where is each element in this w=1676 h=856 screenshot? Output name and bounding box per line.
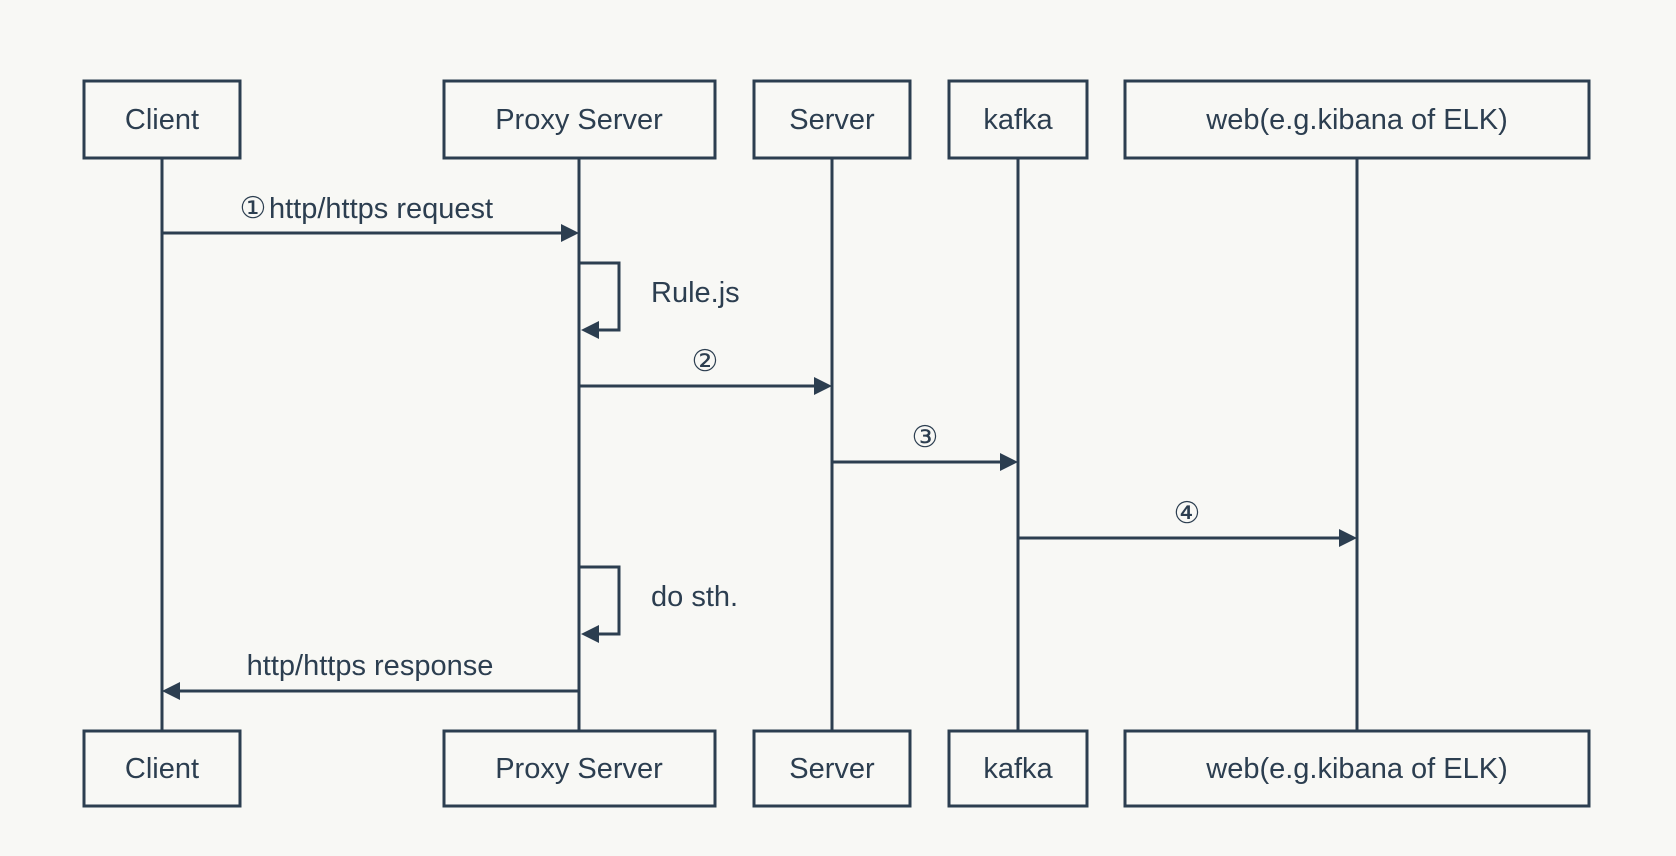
participant-kafka-top: kafka	[947, 79, 1089, 160]
message-1-number: ①	[240, 191, 267, 226]
participant-client-top: Client	[82, 79, 242, 160]
message-6-label: do sth.	[651, 581, 738, 613]
participant-web-bottom: web(e.g.kibana of ELK)	[1123, 729, 1591, 808]
participant-label: web(e.g.kibana of ELK)	[1205, 753, 1507, 785]
participant-label: Client	[125, 104, 199, 136]
participant-web-top: web(e.g.kibana of ELK)	[1123, 79, 1591, 160]
participant-label: Server	[789, 753, 875, 785]
participant-label: web(e.g.kibana of ELK)	[1205, 104, 1507, 136]
participant-proxy-top: Proxy Server	[442, 79, 717, 160]
message-7-label: http/https response	[247, 650, 494, 682]
participant-label: Client	[125, 753, 199, 785]
message-2-label: Rule.js	[651, 277, 740, 309]
participant-server-top: Server	[752, 79, 912, 160]
message-3-arrow	[579, 377, 832, 395]
message-2-self-arrow	[579, 261, 621, 339]
participant-label: Proxy Server	[495, 104, 663, 136]
participant-label: kafka	[983, 753, 1053, 785]
participant-proxy-bottom: Proxy Server	[442, 729, 717, 808]
participant-server-bottom: Server	[752, 729, 912, 808]
message-7-arrow	[162, 682, 579, 700]
message-5-arrow	[1018, 529, 1357, 547]
participant-label: Proxy Server	[495, 753, 663, 785]
participant-label: Server	[789, 104, 875, 136]
participant-client-bottom: Client	[82, 729, 242, 808]
message-3-number: ②	[692, 344, 719, 379]
participant-label: kafka	[983, 104, 1053, 136]
message-4-number: ③	[912, 420, 939, 455]
message-6-self-arrow	[579, 565, 621, 643]
message-1-arrow	[162, 224, 579, 242]
participant-kafka-bottom: kafka	[947, 729, 1089, 808]
message-1-label: http/https request	[269, 193, 493, 225]
message-5-number: ④	[1174, 496, 1201, 531]
message-4-arrow	[832, 453, 1018, 471]
